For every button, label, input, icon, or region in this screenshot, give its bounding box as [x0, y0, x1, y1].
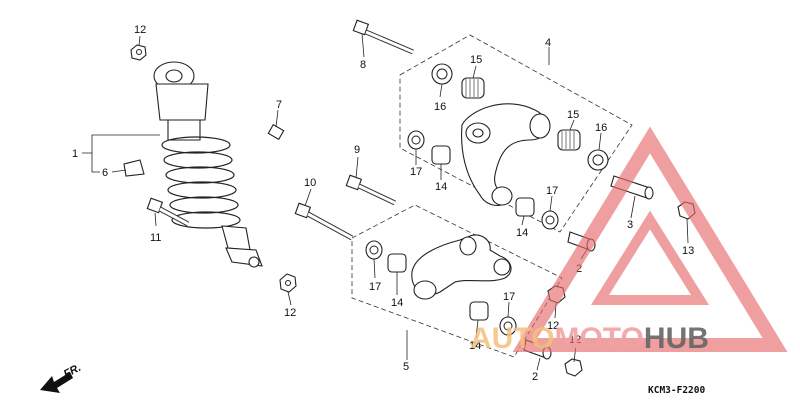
dust-seal-17-d — [499, 316, 517, 336]
bolt-10 — [294, 202, 354, 241]
callout-7: 7 — [276, 99, 282, 111]
callout-14-b: 14 — [516, 227, 528, 239]
callout-17-b: 17 — [546, 185, 558, 197]
suspension-rod-5 — [411, 234, 512, 300]
needle-bearing-14-d — [469, 301, 489, 321]
callout-3: 3 — [627, 219, 633, 231]
callout-15-right: 15 — [567, 109, 579, 121]
dust-seal-16-left — [431, 63, 453, 85]
bolt-9 — [345, 174, 397, 206]
diagram-code: KCM3-F2200 — [648, 385, 705, 396]
dust-seal-16-right — [587, 149, 609, 171]
callout-5: 5 — [403, 361, 409, 373]
callout-9: 9 — [354, 144, 360, 156]
shock-absorber — [153, 61, 263, 268]
bolt-7 — [237, 110, 285, 141]
needle-bearing-14-a — [431, 145, 451, 165]
bolt-11 — [146, 197, 190, 227]
callout-12-right-upper: 12 — [547, 320, 559, 332]
needle-bearing-15-right — [557, 129, 581, 151]
watermark-part-a: AUTO — [470, 322, 554, 355]
label-plate-6 — [123, 159, 145, 177]
watermark-logo — [512, 126, 788, 352]
callout-14-c: 14 — [391, 297, 403, 309]
callout-17-c: 17 — [369, 281, 381, 293]
needle-bearing-15-left — [461, 77, 485, 99]
nut-12-top — [130, 44, 147, 61]
nut-12-middle — [279, 273, 297, 293]
callout-10: 10 — [304, 177, 316, 189]
callout-12-middle: 12 — [284, 307, 296, 319]
dust-seal-17-b — [541, 210, 559, 230]
callout-15-left: 15 — [470, 54, 482, 66]
front-direction-label: FR. — [62, 362, 83, 381]
bolt-8 — [352, 19, 414, 55]
watermark-part-b: MOTO — [554, 322, 643, 355]
callout-16-left: 16 — [434, 101, 446, 113]
watermark-text: AUTOMOTOHUB — [470, 322, 709, 355]
callout-2-lower: 2 — [532, 371, 538, 383]
leader-lines — [82, 33, 689, 371]
callout-6: 6 — [102, 167, 108, 179]
needle-bearing-14-c — [387, 253, 407, 273]
callout-12-top: 12 — [134, 24, 146, 36]
callout-8: 8 — [360, 59, 366, 71]
nut-12-right-lower — [564, 358, 583, 377]
callout-14-a: 14 — [435, 181, 447, 193]
callout-1: 1 — [72, 148, 78, 160]
callout-17-a: 17 — [410, 166, 422, 178]
callout-11: 11 — [150, 232, 161, 244]
dust-seal-17-a — [407, 130, 425, 150]
callout-4: 4 — [545, 37, 551, 49]
arm-assembly-outline — [399, 34, 633, 233]
callout-17-d: 17 — [503, 291, 515, 303]
needle-bearing-14-b — [515, 197, 535, 217]
callout-16-right: 16 — [595, 122, 607, 134]
callout-13: 13 — [682, 245, 694, 257]
callout-14-d: 14 — [469, 340, 481, 352]
watermark-part-c: HUB — [644, 322, 709, 355]
front-direction-arrow-icon — [40, 372, 73, 393]
dust-seal-17-c — [365, 240, 383, 260]
suspension-arm-4 — [461, 103, 551, 206]
